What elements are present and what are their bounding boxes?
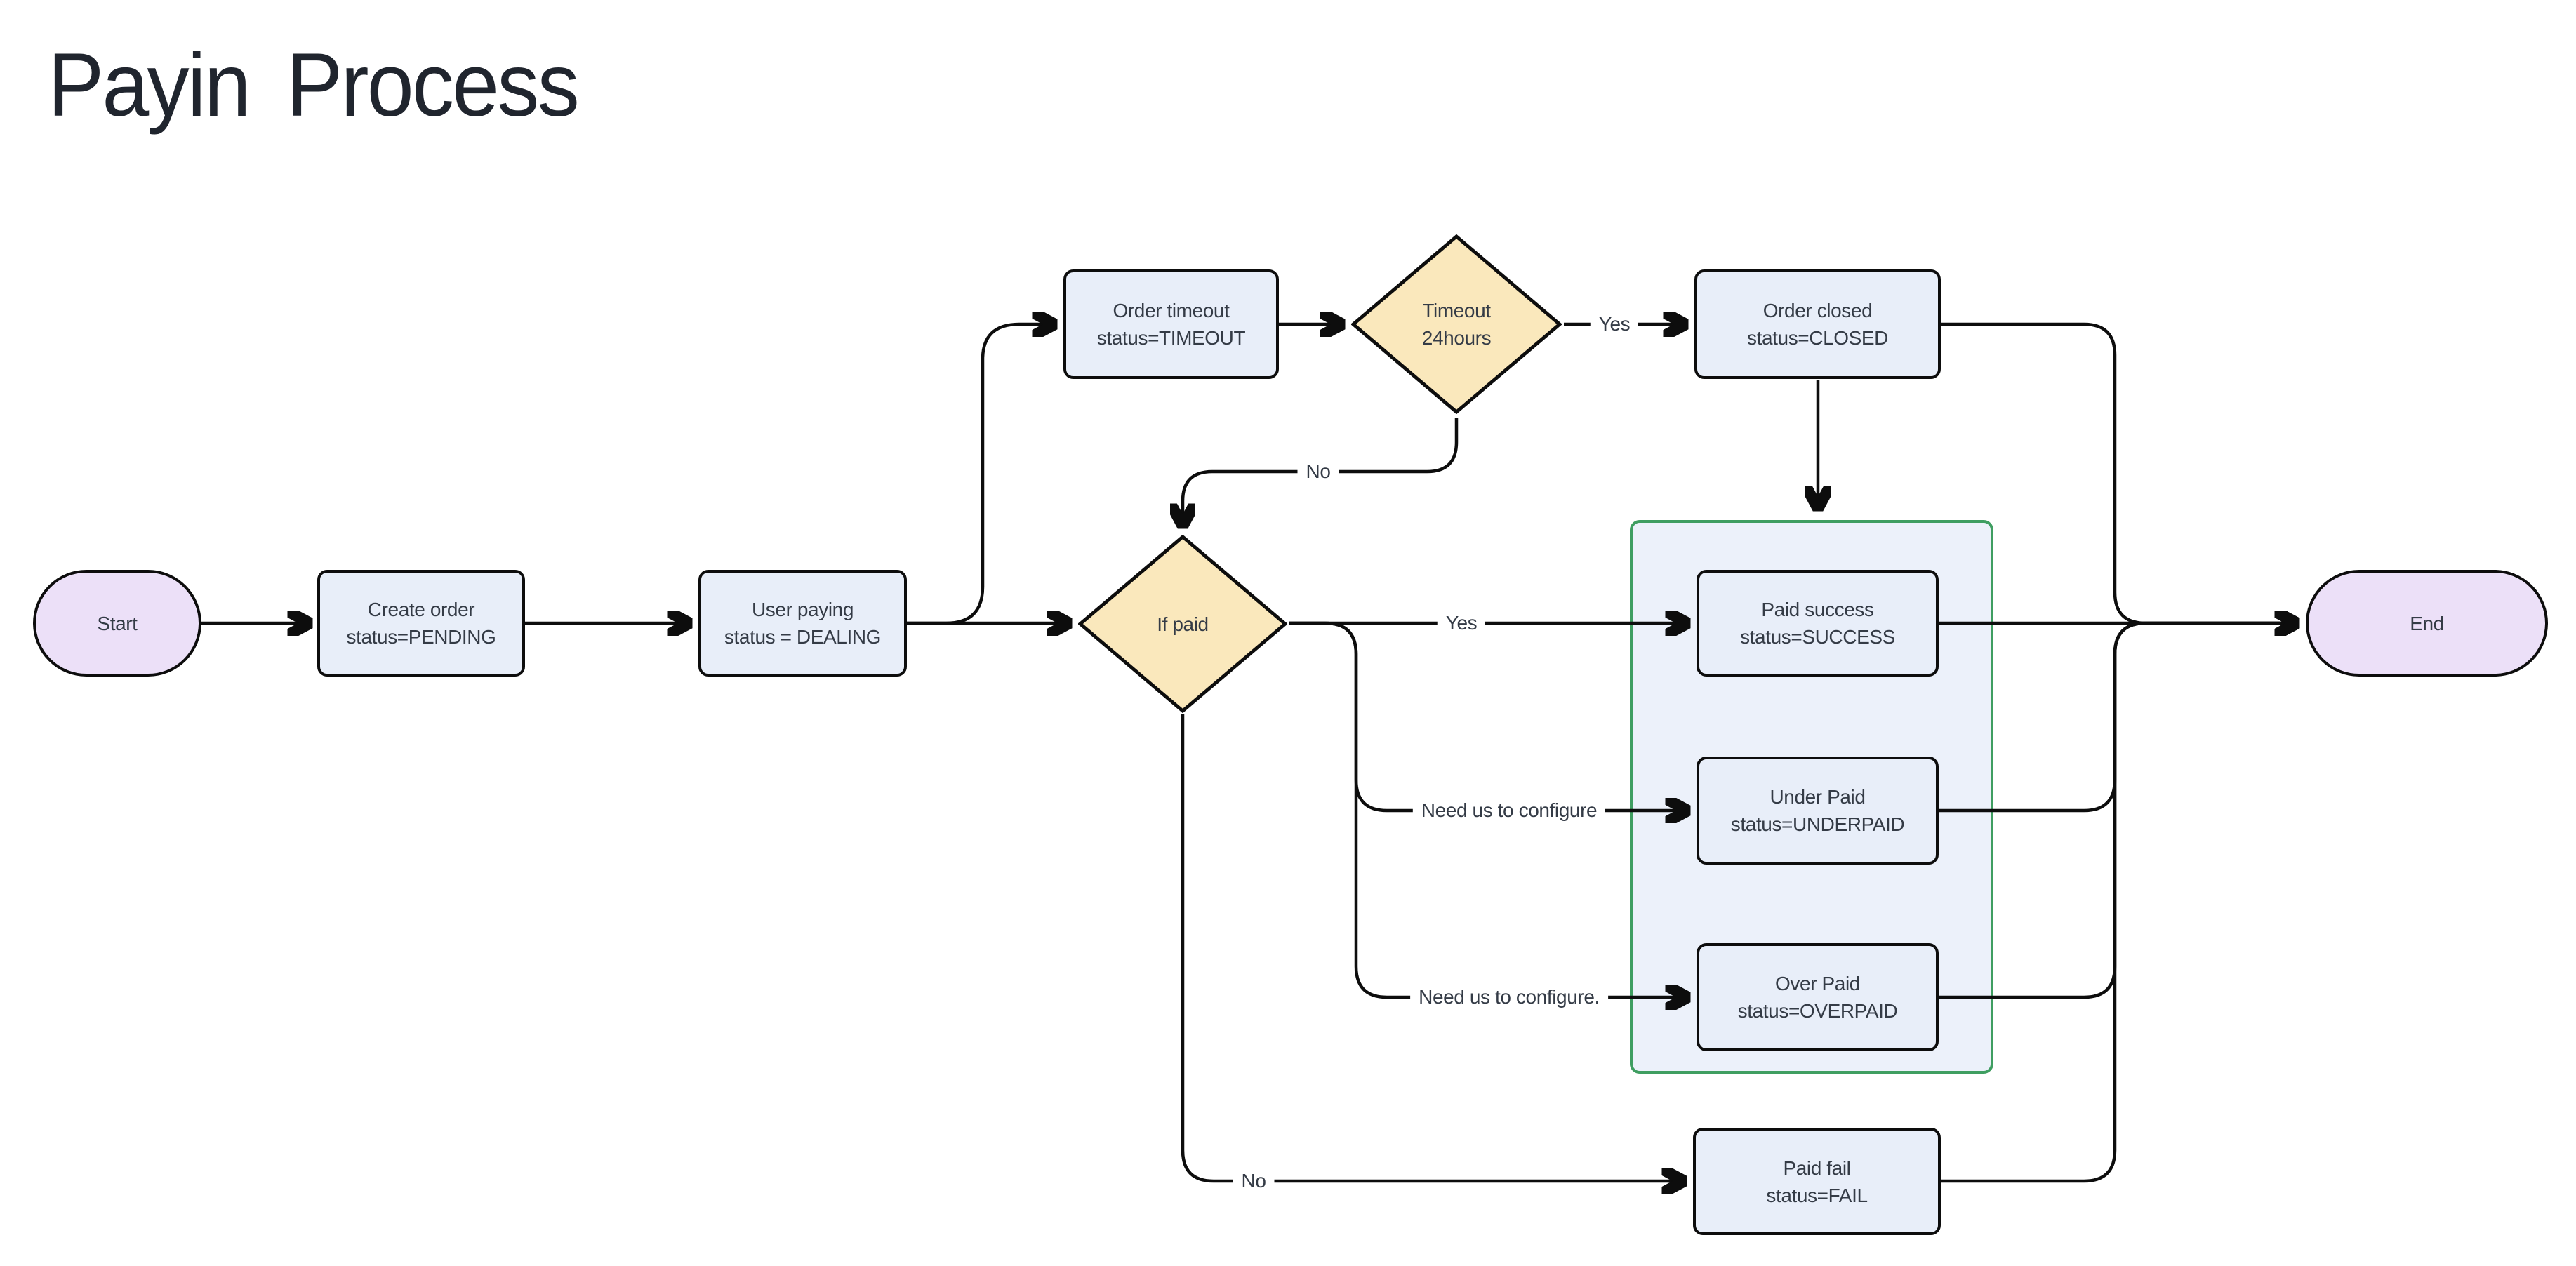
edge-under-paid-to-end xyxy=(1939,623,2296,813)
edge-label-timeout-yes: Yes xyxy=(1590,312,1639,337)
node-label: End xyxy=(2410,612,2444,634)
node-label-line: Over Paid xyxy=(1775,973,1860,994)
edge-if-paid-no-to-paid-fail xyxy=(1181,714,1683,1181)
node-user-paying: User paying status = DEALING xyxy=(698,570,907,677)
node-paid-success: Paid success status=SUCCESS xyxy=(1697,570,1939,677)
edge-if-paid-to-over-paid xyxy=(1289,621,1687,997)
node-end: End xyxy=(2306,570,2548,677)
node-label-line: Under Paid xyxy=(1770,786,1866,808)
node-label-line: status=TIMEOUT xyxy=(1096,327,1246,349)
edge-user-paying-to-order-timeout xyxy=(907,324,1054,625)
node-label: Start xyxy=(97,612,138,634)
node-create-order: Create order status=PENDING xyxy=(317,570,525,677)
diamond-shape xyxy=(1351,234,1562,414)
node-label-line: Paid success xyxy=(1761,599,1874,620)
node-order-timeout: Order timeout status=TIMEOUT xyxy=(1063,269,1279,379)
edge-paid-fail-to-end xyxy=(1941,623,2296,1183)
edge-if-paid-to-under-paid xyxy=(1289,621,1687,811)
node-label-line: status=CLOSED xyxy=(1747,327,1888,349)
node-label-line: Create order xyxy=(367,599,475,620)
page-title: Payin Process xyxy=(48,35,580,135)
node-label-line: 24hours xyxy=(1421,327,1492,349)
node-label-line: status=UNDERPAID xyxy=(1730,813,1905,835)
edge-label-need-us-to-configure-2: Need us to configure. xyxy=(1410,985,1608,1010)
node-over-paid: Over Paid status=OVERPAID xyxy=(1697,943,1939,1051)
diamond-shape xyxy=(1078,535,1287,713)
edge-label-if-paid-no: No xyxy=(1233,1168,1275,1194)
node-start: Start xyxy=(33,570,201,677)
edge-label-if-paid-yes: Yes xyxy=(1437,611,1486,636)
edge-label-need-us-to-configure: Need us to configure xyxy=(1412,798,1606,823)
node-under-paid: Under Paid status=UNDERPAID xyxy=(1697,757,1939,865)
node-label-line: User paying xyxy=(751,599,854,620)
node-paid-fail: Paid fail status=FAIL xyxy=(1693,1128,1941,1235)
node-label-line: status=PENDING xyxy=(346,626,496,648)
node-label-line: status=OVERPAID xyxy=(1737,1000,1898,1022)
node-timeout-decision: Timeout 24hours xyxy=(1351,234,1562,414)
node-label-line: status=SUCCESS xyxy=(1740,626,1895,648)
node-label-line: Timeout xyxy=(1422,300,1491,321)
node-label-line: Order closed xyxy=(1762,300,1873,321)
node-label-line: status = DEALING xyxy=(724,626,882,648)
edge-label-timeout-no: No xyxy=(1297,459,1339,484)
node-if-paid: If paid xyxy=(1078,535,1287,713)
node-label-line: Order timeout xyxy=(1113,300,1230,321)
node-order-closed: Order closed status=CLOSED xyxy=(1694,269,1941,379)
node-label-line: Paid fail xyxy=(1783,1157,1851,1179)
node-label: If paid xyxy=(1157,613,1209,635)
node-label-line: status=FAIL xyxy=(1766,1184,1868,1206)
edge-order-closed-to-end xyxy=(1941,322,2296,623)
